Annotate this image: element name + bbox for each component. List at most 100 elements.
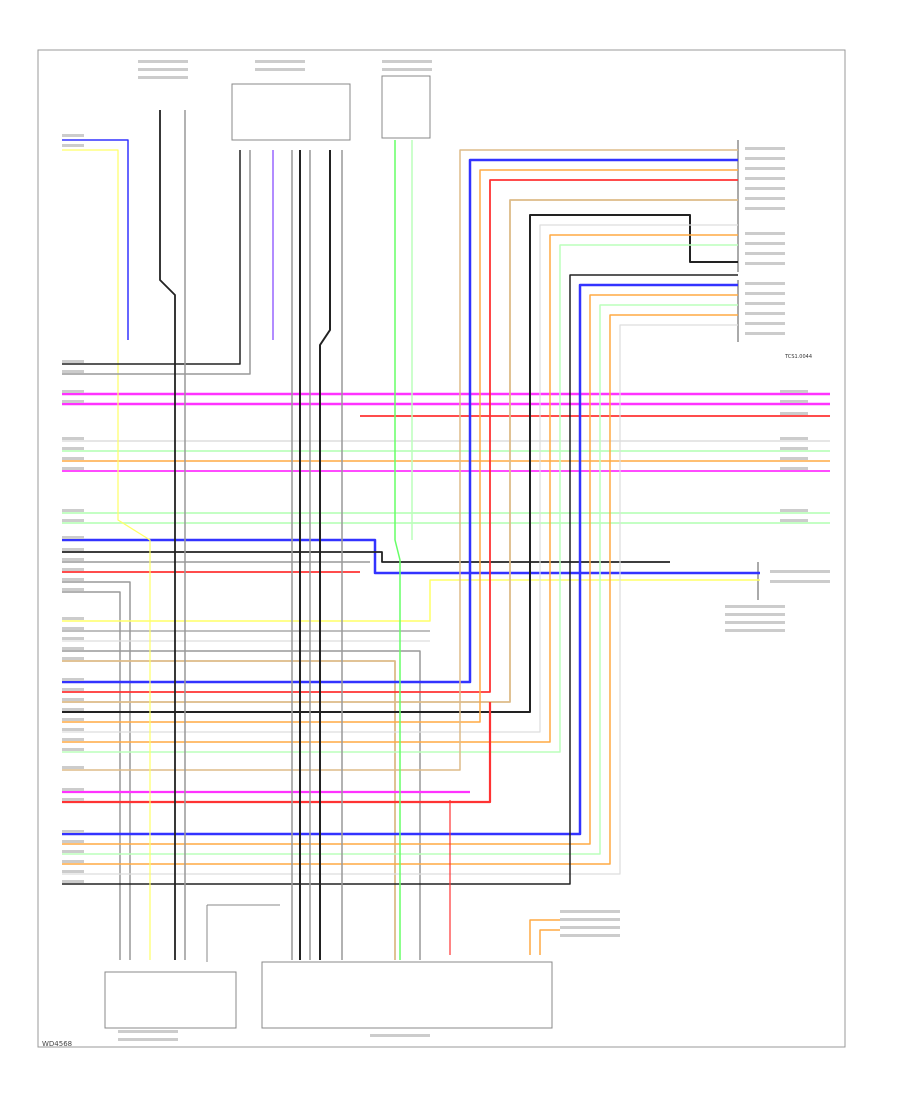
top-right-connector	[381, 75, 431, 139]
illegible-label	[138, 76, 188, 79]
illegible-label	[62, 134, 84, 137]
wire-blue-37	[62, 139, 129, 340]
illegible-label	[118, 1030, 178, 1033]
illegible-label	[62, 588, 84, 591]
illegible-label	[62, 766, 84, 769]
illegible-label	[745, 312, 785, 315]
wire-tan-19	[62, 660, 396, 960]
illegible-label	[62, 788, 84, 791]
wire-blue-9	[62, 538, 760, 575]
wires-layer	[62, 110, 830, 960]
wire-green-49	[394, 140, 401, 960]
illegible-label	[745, 147, 785, 150]
illegible-label	[62, 548, 84, 551]
wire-black-10	[62, 551, 670, 563]
illegible-label	[62, 578, 84, 581]
footer-code: WD4568	[42, 1040, 73, 1048]
wire-yellow-38	[62, 149, 151, 960]
illegible-label	[560, 926, 620, 929]
illegible-label	[62, 637, 84, 640]
illegible-label	[780, 447, 808, 450]
illegible-label	[745, 157, 785, 160]
wire-tan-28	[62, 149, 738, 771]
illegible-label	[62, 870, 84, 873]
illegible-label	[62, 647, 84, 650]
wire-lightgreen-27	[62, 244, 738, 753]
illegible-label	[62, 457, 84, 460]
wire-orange-26	[62, 234, 738, 743]
illegible-label	[62, 568, 84, 571]
wire-yellow-15	[62, 579, 760, 622]
wire-orange-24	[62, 169, 738, 723]
illegible-label	[138, 68, 188, 71]
wire-black-41	[159, 110, 176, 960]
illegible-label	[62, 144, 84, 147]
illegible-label	[745, 322, 785, 325]
illegible-label	[62, 860, 84, 863]
illegible-label	[62, 370, 84, 373]
illegible-label	[770, 580, 830, 583]
illegible-label	[62, 536, 84, 539]
illegible-label	[62, 708, 84, 711]
wire-black-47	[319, 150, 331, 960]
illegible-label	[62, 360, 84, 363]
illegible-label	[370, 1034, 430, 1037]
bottom-center-module	[261, 961, 553, 1029]
illegible-label	[62, 748, 84, 751]
wire-red-21	[62, 179, 738, 693]
illegible-label	[62, 698, 84, 701]
illegible-label	[780, 412, 808, 415]
illegible-label	[780, 519, 808, 522]
page-ref-label: TCS1.0044	[784, 354, 812, 360]
illegible-label	[62, 728, 84, 731]
diagram-frame	[37, 49, 846, 1048]
wire-orange-32	[62, 294, 738, 845]
illegible-label	[382, 60, 432, 63]
wire-gray-18	[62, 650, 421, 960]
illegible-label	[745, 187, 785, 190]
illegible-label	[138, 60, 188, 63]
illegible-label	[560, 934, 620, 937]
wire-black-36	[62, 274, 738, 885]
illegible-label	[745, 167, 785, 170]
illegible-label	[560, 918, 620, 921]
illegible-label	[62, 447, 84, 450]
illegible-label	[62, 830, 84, 833]
wire-lightgreen-33	[62, 304, 738, 855]
illegible-label	[62, 657, 84, 660]
wire-blue-20	[62, 158, 738, 684]
illegible-label	[62, 678, 84, 681]
illegible-label	[745, 282, 785, 285]
illegible-label	[780, 390, 808, 393]
illegible-label	[745, 232, 785, 235]
bottom-left-module	[104, 971, 237, 1029]
illegible-label	[62, 437, 84, 440]
wire-gray-14	[62, 591, 121, 960]
illegible-label	[745, 332, 785, 335]
wire-orange-34	[62, 314, 738, 865]
illegible-label	[725, 621, 785, 624]
illegible-label	[62, 617, 84, 620]
illegible-label	[725, 605, 785, 608]
illegible-label	[62, 519, 84, 522]
illegible-label	[780, 437, 808, 440]
wire-red-30	[62, 702, 492, 804]
illegible-label	[780, 400, 808, 403]
illegible-label	[780, 509, 808, 512]
wire-gray-40	[62, 150, 251, 375]
illegible-label	[62, 400, 84, 403]
wire-orange-52	[539, 929, 560, 955]
illegible-label	[770, 570, 830, 573]
illegible-label	[745, 207, 785, 210]
illegible-label	[62, 880, 84, 883]
illegible-label	[62, 558, 84, 561]
illegible-label	[62, 627, 84, 630]
illegible-label	[745, 242, 785, 245]
illegible-label	[62, 840, 84, 843]
illegible-label	[780, 467, 808, 470]
illegible-label	[62, 798, 84, 801]
illegible-label	[745, 197, 785, 200]
illegible-label	[560, 910, 620, 913]
illegible-label	[780, 457, 808, 460]
